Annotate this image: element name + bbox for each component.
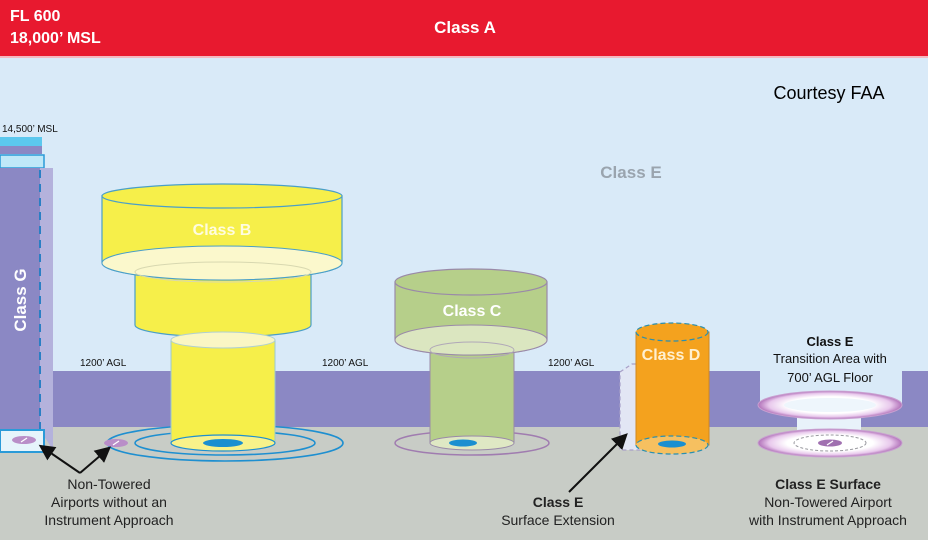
surface-extension-subtitle: Surface Extension: [501, 512, 615, 528]
class-c-airspace: Class C: [394, 268, 550, 456]
agl-label-3: 1200’ AGL: [548, 358, 595, 369]
class-g-column: Class G: [0, 137, 53, 453]
non-towered-line-1: Non-Towered: [67, 476, 150, 492]
fl-600-label: FL 600: [10, 8, 61, 25]
class-e-upper-label: Class E: [600, 163, 661, 182]
class-e-surface-line-2: with Instrument Approach: [748, 512, 907, 528]
class-g-ceiling-label: 14,500’ MSL: [2, 124, 58, 135]
transition-line-2: 700’ AGL Floor: [787, 370, 873, 385]
class-a-edge: [0, 56, 928, 58]
non-towered-line-3: Instrument Approach: [44, 512, 173, 528]
class-a-bar: [0, 0, 928, 56]
credit-text: Courtesy FAA: [773, 83, 884, 103]
transition-line-1: Transition Area with: [773, 351, 887, 366]
transition-title: Class E: [807, 334, 854, 349]
agl-label-1: 1200’ AGL: [80, 358, 127, 369]
runway-mark: [112, 440, 120, 446]
surface-extension-title: Class E: [533, 494, 584, 510]
annotation-arrows: [38, 433, 628, 493]
msl-18000-label: 18,000’ MSL: [10, 30, 101, 47]
class-a-label: Class A: [434, 18, 496, 37]
agl-label-2: 1200’ AGL: [322, 358, 369, 369]
non-towered-line-2: Airports without an: [51, 494, 167, 510]
class-c-label: Class C: [443, 303, 502, 320]
class-b-airspace: Class B: [101, 183, 344, 462]
class-e-surface-title: Class E Surface: [775, 476, 881, 492]
class-g-label: Class G: [11, 268, 30, 331]
class-e-surface-line-1: Non-Towered Airport: [764, 494, 892, 510]
class-e-transition-area: [757, 371, 903, 458]
class-b-label: Class B: [193, 222, 252, 239]
class-d-airspace: Class D: [635, 322, 710, 455]
class-d-label: Class D: [642, 347, 701, 364]
